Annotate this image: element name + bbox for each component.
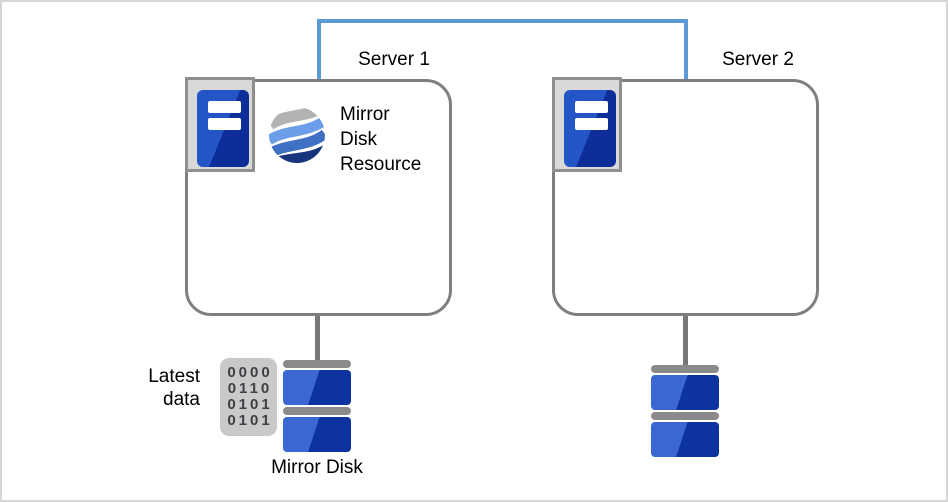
tower-slot bbox=[208, 118, 241, 130]
server-tower-icon bbox=[564, 90, 616, 167]
server1-disk-connector bbox=[315, 314, 320, 364]
disk-platter bbox=[283, 417, 351, 452]
interconnect-line-right bbox=[684, 19, 688, 80]
interconnect-line-horizontal bbox=[317, 19, 688, 23]
binary-data-icon: 0000 0110 0101 0101 bbox=[220, 358, 277, 436]
wave-sphere-icon bbox=[269, 107, 325, 163]
latest-data-label: Latest data bbox=[148, 366, 200, 410]
server1-icon-plate bbox=[185, 77, 255, 172]
disk-platter bbox=[283, 370, 351, 405]
binary-row: 0101 bbox=[227, 396, 273, 413]
server2-icon-plate bbox=[552, 77, 622, 172]
disk-bar bbox=[651, 365, 719, 373]
disk-platter bbox=[651, 375, 719, 410]
tower-slot bbox=[575, 101, 608, 113]
server1-mirror-disk-icon bbox=[283, 360, 351, 454]
binary-row: 0110 bbox=[227, 380, 273, 397]
server-tower-icon bbox=[197, 90, 249, 167]
tower-slot bbox=[575, 118, 608, 130]
interconnect-line-left bbox=[317, 19, 321, 80]
disk-bar bbox=[283, 407, 351, 415]
server2-mirror-disk-icon bbox=[651, 365, 719, 459]
mirror-disk-resource-label: Mirror Disk Resource bbox=[340, 104, 422, 175]
mirror-disk-label: Mirror Disk bbox=[271, 457, 363, 478]
server1-label: Server 1 bbox=[358, 49, 430, 70]
server2-label: Server 2 bbox=[722, 49, 794, 70]
binary-row: 0000 bbox=[227, 364, 273, 381]
disk-platter bbox=[651, 422, 719, 457]
disk-bar bbox=[651, 412, 719, 420]
binary-row: 0101 bbox=[227, 412, 273, 429]
server2-disk-connector bbox=[683, 314, 688, 369]
tower-slot bbox=[208, 101, 241, 113]
disk-bar bbox=[283, 360, 351, 368]
